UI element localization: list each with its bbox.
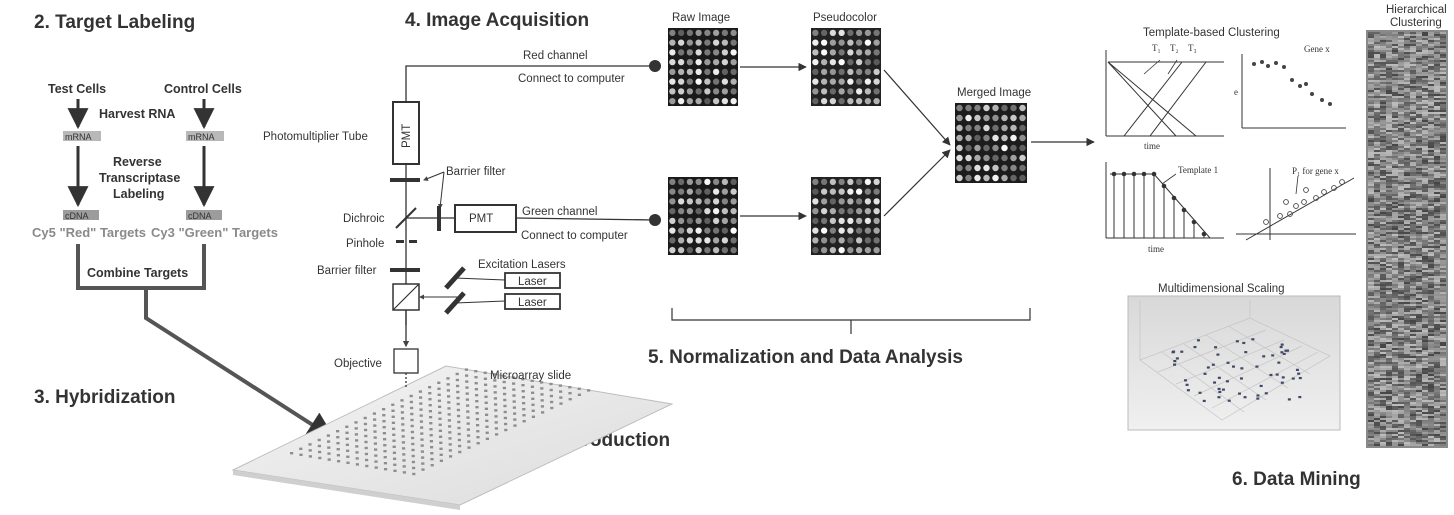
- red-channel-wire: [405, 65, 655, 102]
- photomultiplier-tube-label: Photomultiplier Tube: [263, 131, 368, 143]
- laser-label-lower: Laser: [518, 297, 547, 309]
- barrier-filter-upper: [390, 178, 420, 182]
- green-channel-label: Green channel: [522, 206, 597, 218]
- raw-image-red: [668, 28, 738, 106]
- pmt-label-horizontal: PMT: [469, 213, 493, 225]
- t3-label: T₃: [1188, 43, 1197, 53]
- time-label-2: time: [1148, 244, 1164, 254]
- title-image-acquisition: 4. Image Acquisition: [405, 10, 589, 31]
- correlation-plot: [1236, 168, 1356, 241]
- mds-plot-frame: [1127, 295, 1341, 431]
- mrna-label-right: mRNA: [188, 132, 215, 142]
- pinhole-right: [409, 240, 417, 243]
- reverse-label: Reverse: [113, 155, 162, 169]
- pinhole-label: Pinhole: [346, 238, 384, 250]
- red-channel-label: Red channel: [523, 50, 588, 62]
- arrow-pseudo-red-to-merged: [883, 69, 951, 146]
- barrier-filter-lower-label: Barrier filter: [317, 265, 377, 277]
- pinhole-left: [396, 240, 404, 243]
- template-lines-plot: [1105, 50, 1224, 137]
- cy5-targets-label: Cy5 "Red" Targets: [32, 225, 146, 240]
- green-connect-label: Connect to computer: [521, 230, 628, 242]
- merged-image-label: Merged Image: [957, 87, 1031, 99]
- laser-box-upper: [504, 272, 561, 289]
- merged-image: [955, 103, 1027, 183]
- gene-x-plot: [1241, 54, 1346, 129]
- test-cells-label: Test Cells: [48, 82, 106, 96]
- arrow-pseudo-green-to-merged: [883, 149, 951, 217]
- hierarchical-label-1: Hierarchical: [1386, 4, 1447, 16]
- hierarchical-label-2: Clustering: [1390, 17, 1442, 29]
- cdna-box-right: [186, 210, 222, 220]
- red-connect-label: Connect to computer: [518, 73, 625, 85]
- harvest-rna-label: Harvest RNA: [99, 107, 175, 121]
- combine-bracket: [76, 244, 206, 290]
- raw-image-red-spots: [669, 29, 737, 105]
- p1-gene-x-label: P₁ for gene x: [1292, 166, 1339, 176]
- cy3-targets-label: Cy3 "Green" Targets: [151, 225, 278, 240]
- slide-spot-grid: [290, 368, 591, 476]
- pmt-label-vertical: PMT: [401, 124, 413, 148]
- labeling-label: Labeling: [113, 187, 164, 201]
- e-axis-label: e: [1234, 87, 1238, 97]
- mrna-box-right: [186, 131, 224, 141]
- title-hybridization: 3. Hybridization: [34, 387, 175, 408]
- pseudocolor-green-spots: [812, 178, 880, 254]
- cdna-label-right: cDNA: [188, 211, 212, 221]
- objective-label: Objective: [334, 358, 382, 370]
- cdna-box-left: [63, 210, 99, 220]
- transcriptase-label: Transcriptase: [99, 171, 180, 185]
- barrier-filter-green: [437, 206, 441, 231]
- title-target-labeling: 2. Target Labeling: [34, 12, 195, 33]
- t1-label: T₁: [1152, 43, 1161, 53]
- combine-targets-label: Combine Targets: [87, 266, 188, 280]
- excitation-lasers-label: Excitation Lasers: [478, 259, 566, 271]
- pseudocolor-label: Pseudocolor: [813, 12, 877, 24]
- cdna-label-left: cDNA: [65, 211, 89, 221]
- merged-image-spots: [956, 104, 1026, 182]
- pseudocolor-green: [811, 177, 881, 255]
- pseudocolor-red-spots: [812, 29, 880, 105]
- dichroic-label: Dichroic: [343, 213, 385, 225]
- laser-label-upper: Laser: [518, 276, 547, 288]
- green-connector: [649, 214, 661, 226]
- control-cells-label: Control Cells: [164, 82, 242, 96]
- raw-image-green: [668, 177, 738, 255]
- template-1-plot: [1105, 162, 1224, 239]
- barrier-filter-upper-label: Barrier filter: [446, 166, 506, 178]
- template-clustering-title: Template-based Clustering: [1143, 27, 1280, 39]
- pmt-box-horizontal: [454, 204, 517, 233]
- heatmap-rows: [1368, 32, 1446, 446]
- objective-lens: [393, 348, 419, 374]
- time-label-1: time: [1144, 141, 1160, 151]
- laser-box-lower: [504, 293, 561, 310]
- green-channel-wire: [515, 217, 656, 221]
- pseudocolor-red: [811, 28, 881, 106]
- mrna-box-left: [63, 131, 101, 141]
- t2-label: T₂: [1170, 43, 1179, 53]
- barrier-filter-lower: [390, 268, 420, 272]
- mds-points: [1171, 338, 1302, 403]
- title-normalization: 5. Normalization and Data Analysis: [648, 347, 963, 368]
- mrna-label-left: mRNA: [65, 132, 92, 142]
- microarray-slide-label: Microarray slide: [490, 370, 571, 382]
- normalization-bracket: [671, 308, 1031, 334]
- red-connector: [649, 60, 661, 72]
- mds-title: Multidimensional Scaling: [1158, 283, 1285, 295]
- raw-image-label: Raw Image: [672, 12, 730, 24]
- title-data-mining: 6. Data Mining: [1232, 469, 1361, 490]
- arrow-to-slide: [144, 288, 336, 440]
- template-1-label: Template 1: [1178, 165, 1218, 175]
- raw-image-green-spots: [669, 178, 737, 254]
- gene-x-label: Gene x: [1304, 44, 1330, 54]
